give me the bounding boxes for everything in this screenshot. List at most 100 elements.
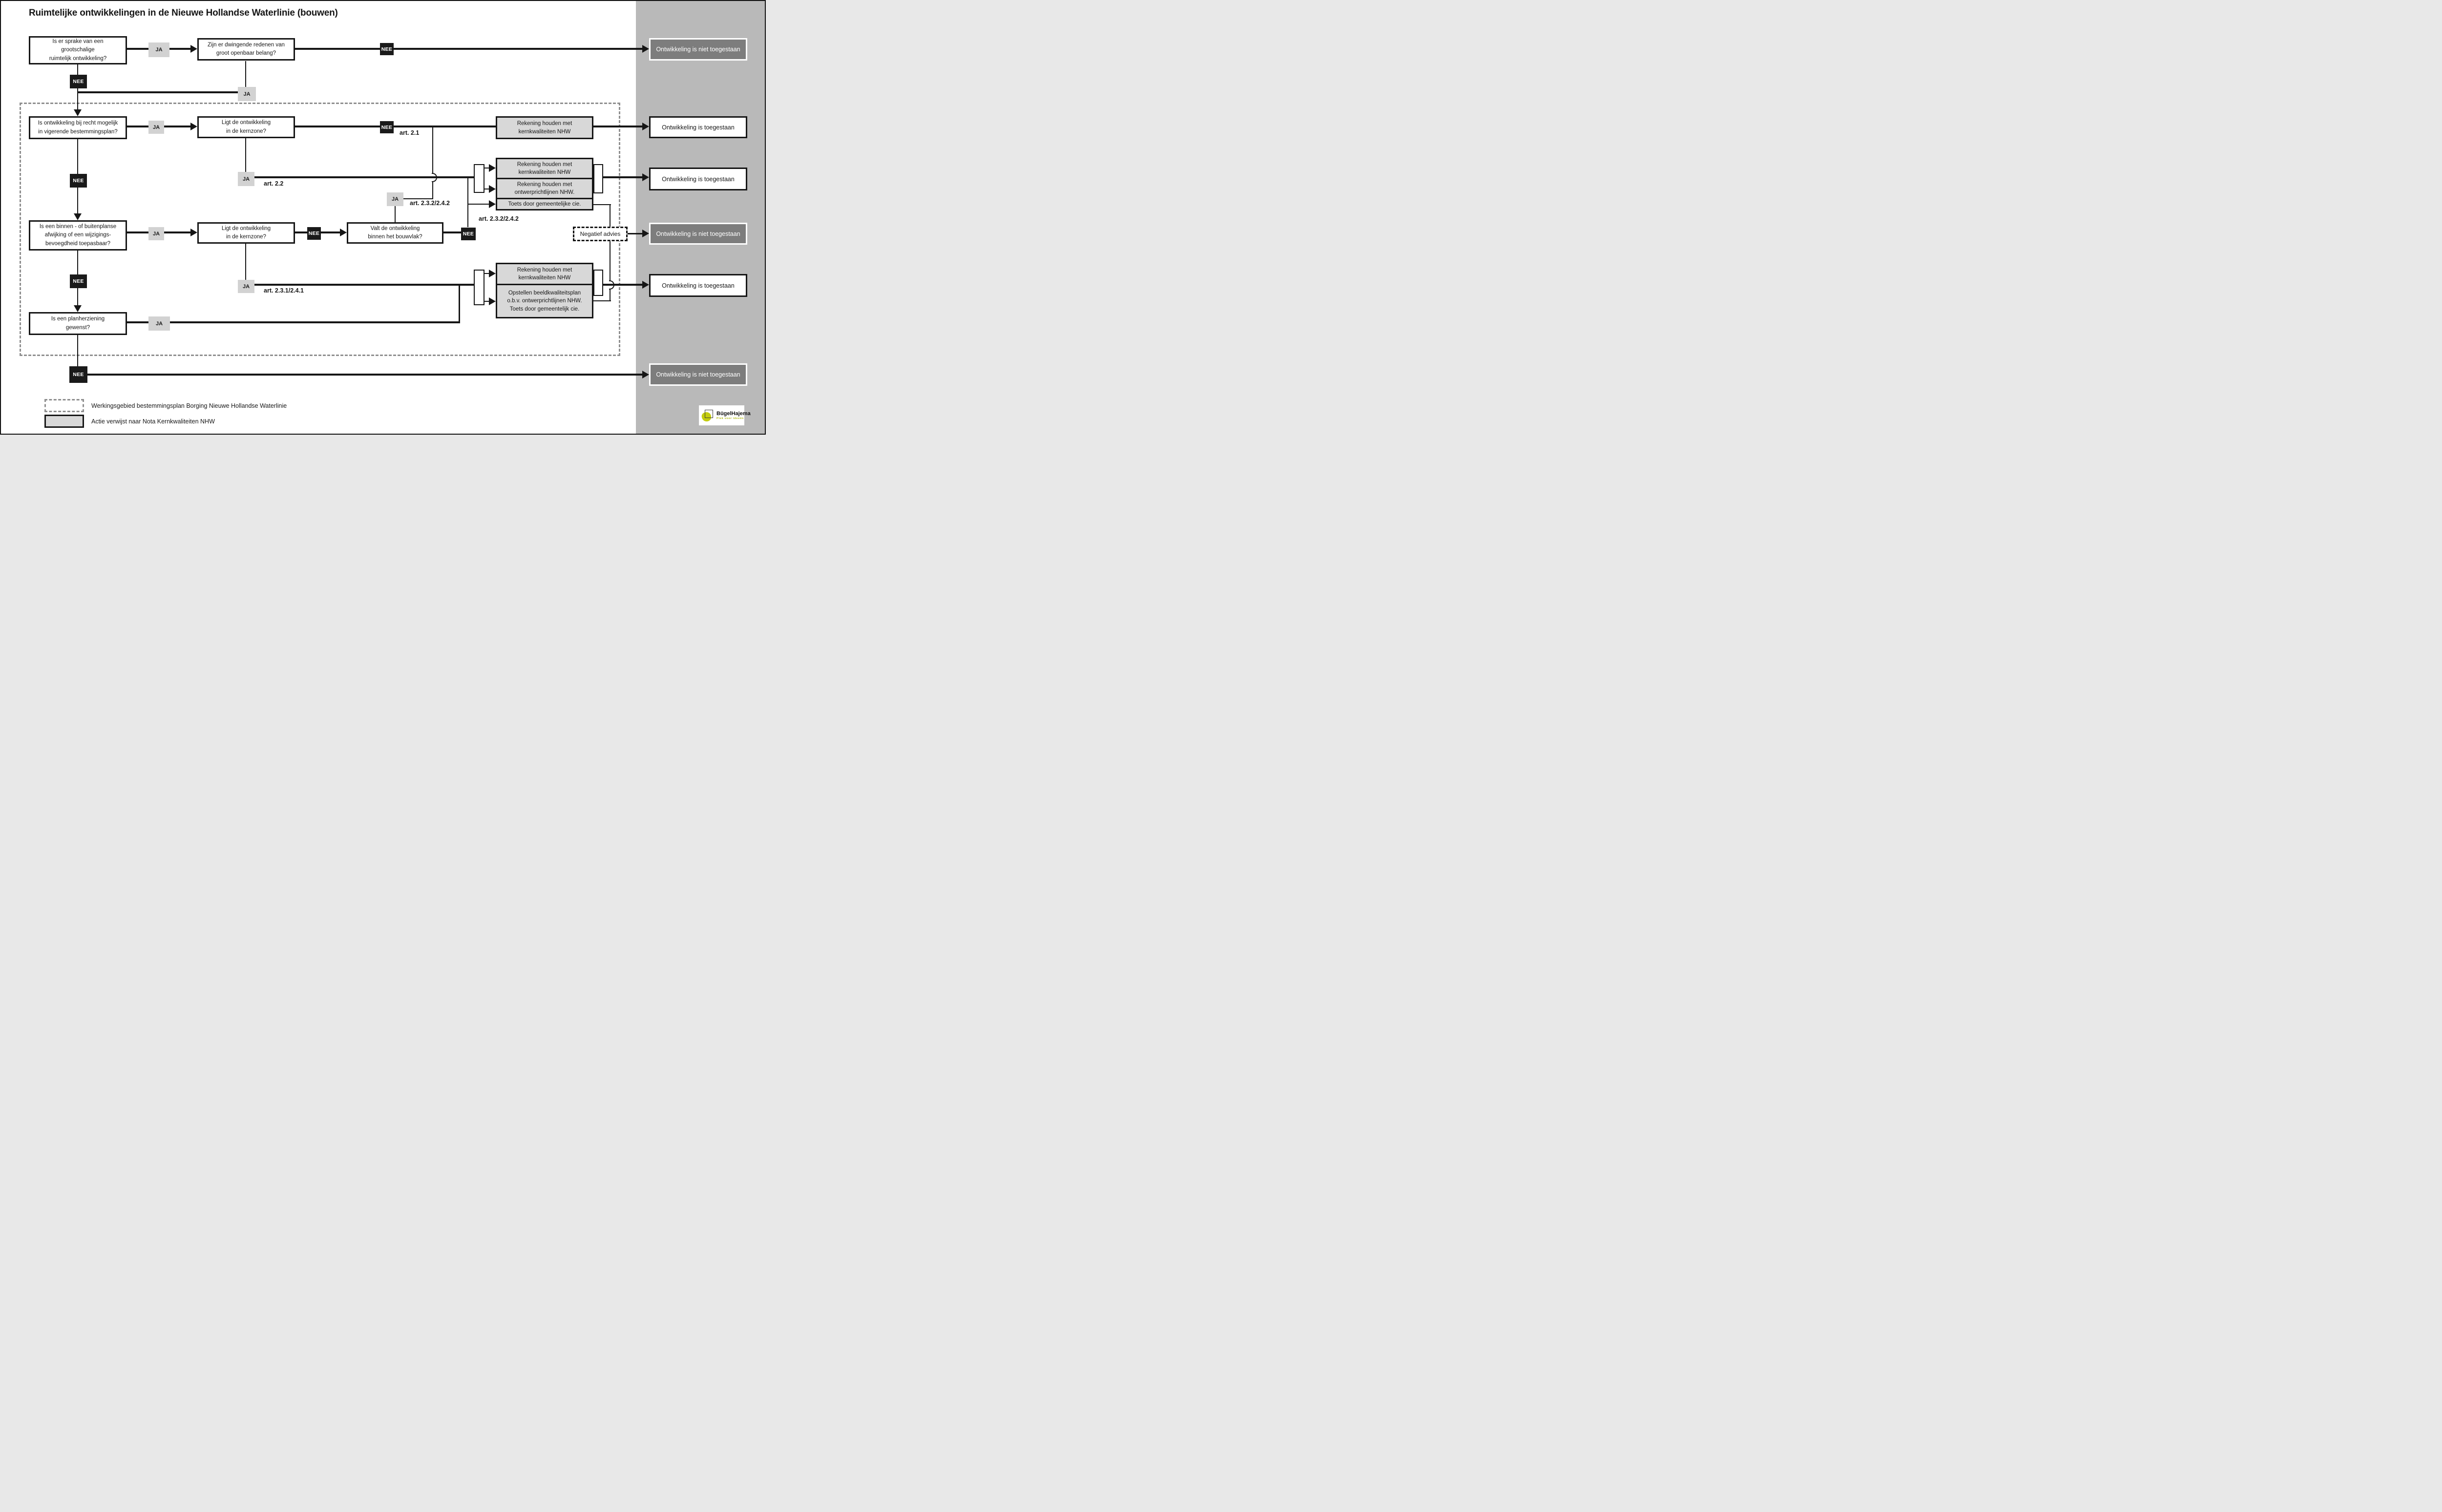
- flow-line: [459, 285, 460, 322]
- flow-line-art232: [467, 177, 468, 227]
- flow-line-art231: [254, 284, 475, 286]
- art-label-2-2: art. 2.2: [264, 180, 284, 187]
- arrowhead: [74, 109, 82, 116]
- flow-line: [432, 182, 433, 199]
- art-label-2-1: art. 2.1: [400, 129, 420, 136]
- flow-line: [593, 126, 643, 127]
- decision-kernzone-2: Ligt de ontwikkeling in de kernzone?: [197, 222, 295, 244]
- fork-bracket: [474, 270, 484, 305]
- arrowhead: [489, 297, 496, 305]
- decision-kernzone-1: Ligt de ontwikkeling in de kernzone?: [197, 116, 295, 138]
- decision-bij-recht-mogelijk: Is ontwikkeling bij recht mogelijk in vi…: [29, 116, 127, 139]
- decision-planherziening: Is een planherziening gewenst?: [29, 312, 127, 335]
- arrowhead: [642, 371, 649, 378]
- flow-line: [593, 300, 611, 301]
- ja-label-8: JA: [148, 316, 170, 331]
- arrowhead: [489, 270, 496, 277]
- outcome-toegestaan-2: Ontwikkeling is toegestaan: [649, 168, 747, 190]
- flow-line: [443, 231, 461, 233]
- ja-label-6: JA: [387, 192, 403, 206]
- outcome-niet-toegestaan-2: Ontwikkeling is niet toegestaan: [649, 223, 747, 245]
- ja-label-3: JA: [148, 121, 164, 134]
- action-rekening-kernkwaliteiten-2: Rekening houden met kernkwaliteiten NHW: [517, 161, 572, 175]
- outcome-toegestaan-3: Ontwikkeling is toegestaan: [649, 274, 747, 297]
- flow-line: [467, 204, 489, 205]
- decision-binnen-bouwvlak: Valt de ontwikkeling binnen het bouwvlak…: [347, 222, 443, 244]
- decision-grootschalige-ontwikkeling: Is er sprake van een grootschalige ruimt…: [29, 36, 127, 64]
- flow-line: [403, 198, 433, 199]
- logo-tagline: Plek voor ideeën: [716, 417, 744, 420]
- flow-line: [484, 273, 489, 274]
- arrowhead: [642, 45, 649, 53]
- flow-line: [395, 206, 396, 223]
- legend-werkingsgebied-swatch: [44, 399, 84, 412]
- decision-afwijking-wijzigingsbevoegdheid: Is een binnen - of buitenplanse afwijkin…: [29, 220, 127, 251]
- nee-label-5: NEE: [307, 227, 321, 240]
- arrowhead: [642, 230, 649, 237]
- legend-actie-swatch: [44, 415, 84, 428]
- flow-line: [245, 61, 246, 91]
- line-hop: [432, 173, 437, 182]
- page-title: Ruimtelijke ontwikkelingen in de Nieuwe …: [29, 8, 338, 18]
- action-toets-gemeentelijke-cie: Toets door gemeentelijke cie.: [497, 198, 592, 209]
- flow-line: [245, 138, 246, 172]
- flow-line: [295, 48, 643, 50]
- ja-label-1: JA: [148, 42, 169, 57]
- action-opstellen-beeldkwaliteitsplan: Opstellen beeldkwaliteitsplan o.b.v. ont…: [497, 284, 592, 317]
- legend-werkingsgebied-label: Werkingsgebied bestemmingsplan Borging N…: [91, 402, 287, 409]
- arrowhead: [74, 305, 82, 312]
- arrowhead: [642, 123, 649, 130]
- nee-label-3: NEE: [380, 121, 394, 133]
- action-rekening-kernkwaliteiten-3: Rekening houden met kernkwaliteiten NHW: [517, 267, 572, 281]
- ja-label-2: JA: [238, 87, 256, 101]
- nee-label-7: NEE: [70, 274, 87, 288]
- legend-actie-label: Actie verwijst naar Nota Kernkwaliteiten…: [91, 418, 215, 425]
- flow-line: [77, 335, 78, 366]
- arrowhead: [489, 164, 496, 172]
- outcome-column-background: [636, 1, 765, 434]
- art-label-2-3-2-a: art. 2.3.2/2.4.2: [410, 200, 450, 207]
- flowchart-canvas: Is er sprake van een grootschalige ruimt…: [0, 0, 766, 435]
- flow-line: [628, 233, 643, 234]
- arrowhead: [340, 229, 347, 236]
- arrowhead: [642, 173, 649, 181]
- decision-dwingende-redenen: Zijn er dwingende redenen van groot open…: [197, 38, 295, 61]
- nee-label-2: NEE: [70, 75, 87, 88]
- flow-line: [295, 126, 496, 127]
- nee-label-4: NEE: [70, 174, 87, 188]
- flow-line: [432, 126, 433, 173]
- flow-line: [127, 321, 460, 323]
- arrowhead: [74, 213, 82, 220]
- ja-label-5: JA: [148, 227, 164, 240]
- negatief-advies-box: Negatief advies: [573, 227, 628, 241]
- nee-label-8: NEE: [69, 366, 87, 383]
- fork-bracket: [474, 164, 484, 193]
- action-rekening-ontwerprichtlijnen: Rekening houden met ontwerprichtlijnen N…: [497, 178, 592, 198]
- flow-line: [593, 204, 611, 205]
- arrowhead: [642, 281, 649, 289]
- flow-line-art22: [254, 176, 475, 178]
- ja-label-4: JA: [238, 172, 254, 186]
- arrowhead: [190, 229, 197, 236]
- flow-line: [603, 176, 643, 178]
- arrowhead: [489, 200, 496, 208]
- outcome-niet-toegestaan-3: Ontwikkeling is niet toegestaan: [649, 363, 747, 386]
- flow-line: [78, 91, 246, 93]
- action-group-afwijking: Rekening houden met kernkwaliteiten NHW …: [496, 263, 593, 318]
- ja-label-7: JA: [238, 280, 254, 293]
- merge-bracket: [593, 270, 603, 296]
- bugelhajema-logo: BügelHajema Plek voor ideeën: [699, 405, 751, 425]
- flow-line: [87, 374, 643, 376]
- line-hop: [609, 280, 614, 290]
- nee-label-6: NEE: [461, 228, 476, 240]
- outcome-toegestaan-1: Ontwikkeling is toegestaan: [649, 116, 747, 138]
- merge-bracket: [593, 164, 603, 193]
- arrowhead: [190, 123, 197, 130]
- bugelhajema-logo-mark: [701, 409, 714, 422]
- action-group-kernzone: Rekening houden met kernkwaliteiten NHW …: [496, 158, 593, 210]
- logo-square-icon: [705, 409, 713, 418]
- flow-line: [603, 284, 643, 286]
- arrowhead: [489, 185, 496, 193]
- outcome-niet-toegestaan-1: Ontwikkeling is niet toegestaan: [649, 38, 747, 61]
- logo-name: BügelHajema: [716, 410, 751, 417]
